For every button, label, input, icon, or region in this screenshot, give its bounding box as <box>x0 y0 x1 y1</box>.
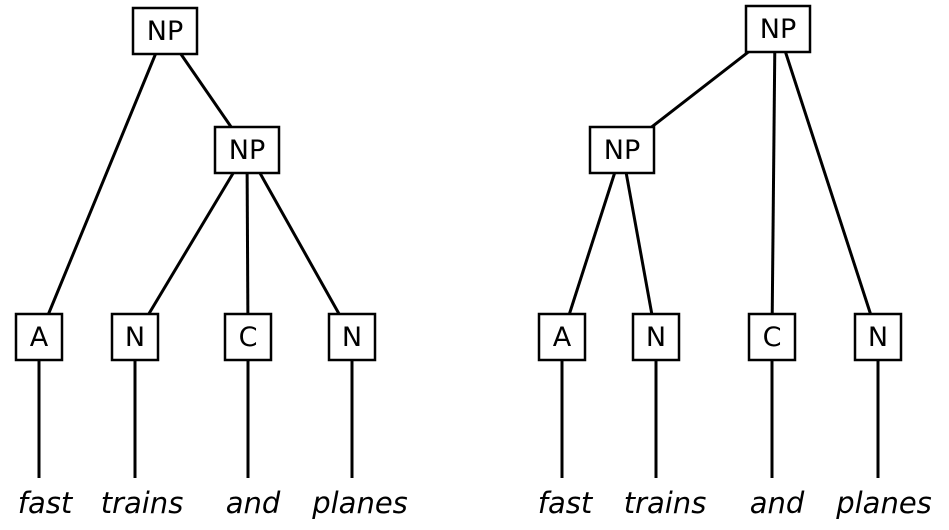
right-leaf-a-label: A <box>553 322 572 353</box>
right-mid-np-label: NP <box>604 135 640 166</box>
right-leaf-n1-label: N <box>646 322 666 353</box>
right-edge-np-to-n1 <box>620 149 658 338</box>
right-root-np-box <box>744 4 812 54</box>
right-leaf-n2-box <box>853 312 903 362</box>
right-word-planes: planes <box>835 486 932 520</box>
right-leaf-a-box <box>537 312 587 362</box>
right-mid-np-box <box>588 125 656 175</box>
left-word-planes: planes <box>311 486 408 520</box>
left-word-and: and <box>226 486 281 520</box>
right-leaf-n2-label: N <box>868 322 888 353</box>
left-mid-np-label: NP <box>229 135 265 166</box>
right-edge-root-to-c <box>770 28 777 338</box>
left-edge-np-to-c <box>245 149 250 338</box>
left-leaf-n1-label: N <box>125 322 145 353</box>
right-leaf-c-label: C <box>763 322 782 353</box>
left-edge-root-to-a <box>37 30 167 338</box>
right-root-np-label: NP <box>760 14 796 45</box>
right-word-trains: trains <box>624 486 707 520</box>
left-leaf-n1-box <box>110 312 160 362</box>
left-edge-np-to-n2 <box>245 149 354 338</box>
left-leaf-c-box <box>223 312 273 362</box>
right-edge-root-to-n2 <box>776 28 880 338</box>
left-mid-np-box <box>213 125 281 175</box>
right-word-fast: fast <box>538 486 594 520</box>
right-edge-np-to-a <box>560 149 624 338</box>
left-root-np-box <box>131 6 199 56</box>
left-leaf-a-label: A <box>30 322 49 353</box>
right-leaf-n1-box <box>631 312 681 362</box>
left-leaf-n2-label: N <box>342 322 362 353</box>
left-word-trains: trains <box>101 486 184 520</box>
left-edge-np-to-n1 <box>133 149 249 338</box>
left-root-np-label: NP <box>147 16 183 47</box>
left-leaf-n2-box <box>327 312 377 362</box>
left-word-fast: fast <box>18 486 74 520</box>
left-leaf-a-box <box>14 312 64 362</box>
right-leaf-c-box <box>747 312 797 362</box>
left-leaf-c-label: C <box>239 322 258 353</box>
right-word-and: and <box>750 486 805 520</box>
